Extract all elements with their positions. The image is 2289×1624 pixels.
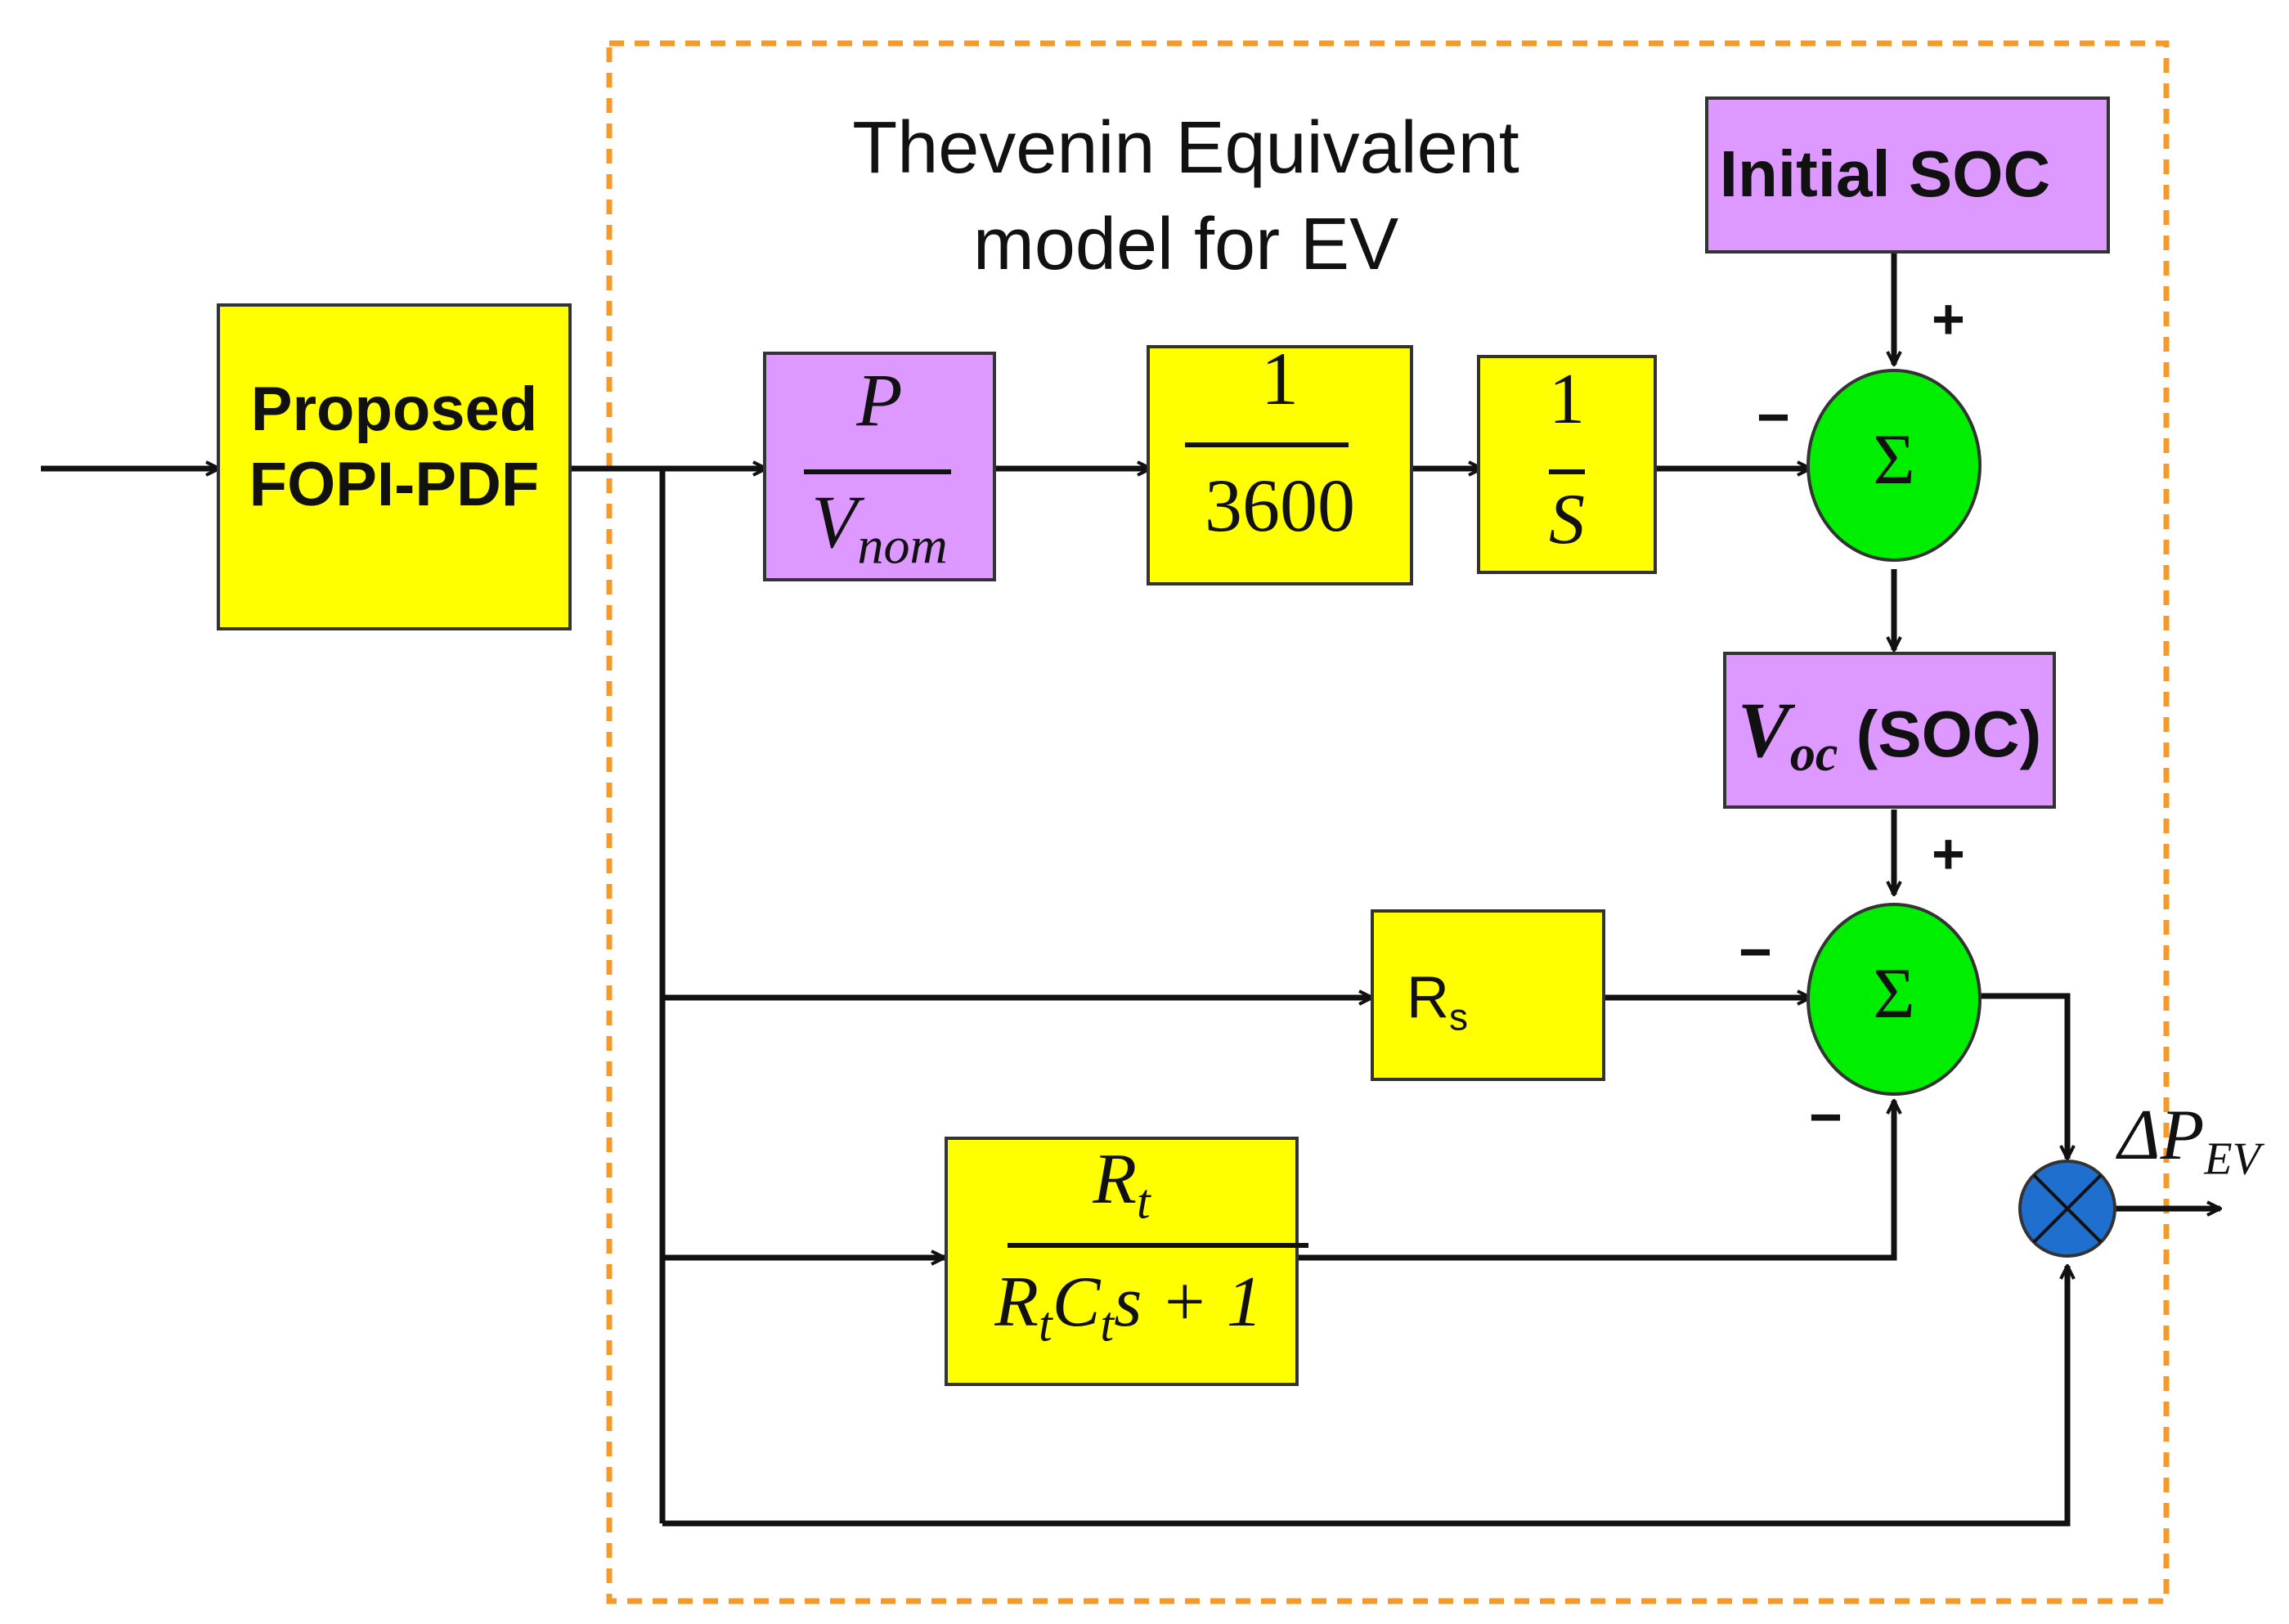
scale-1-3600-block bbox=[1147, 345, 1413, 585]
rs-label: Rs bbox=[1407, 963, 1537, 1051]
rs-sub: s bbox=[1449, 995, 1468, 1039]
rc-denominator: RtCts + 1 bbox=[945, 1261, 1313, 1353]
sum-top-plus-sign: + bbox=[1932, 287, 1965, 351]
voc-base: V bbox=[1737, 686, 1790, 774]
sum-top-symbol: Σ bbox=[1873, 420, 1915, 500]
rs-base: R bbox=[1407, 965, 1449, 1030]
rc-block bbox=[945, 1137, 1299, 1386]
voc-soc-label: Voc (SOC) bbox=[1723, 691, 2056, 793]
diagram-title-line1: Thevenin Equivalent bbox=[852, 107, 1519, 189]
controller-label: Proposed FOPI-PDF bbox=[217, 372, 572, 523]
rc-num-base: R bbox=[1093, 1140, 1138, 1219]
gain-p-fraction-bar bbox=[804, 469, 951, 474]
initial-soc-label: Initial SOC bbox=[1719, 137, 2051, 210]
scale-numerator: 1 bbox=[1261, 337, 1299, 420]
wire-rc-to-sum bbox=[1299, 1101, 1894, 1261]
gain-vnom-base: V bbox=[811, 480, 858, 563]
wire-feedback-to-multiplier bbox=[662, 1266, 2067, 1527]
initial-soc-block bbox=[1705, 96, 2110, 253]
wire-sum-to-multiplier bbox=[1981, 993, 2067, 1159]
rc-den-c: C bbox=[1052, 1263, 1101, 1342]
sum-bottom-symbol: Σ bbox=[1873, 954, 1915, 1034]
rs-block bbox=[1371, 909, 1605, 1081]
rc-numerator: Rt bbox=[945, 1138, 1299, 1231]
rc-den-r: R bbox=[994, 1263, 1039, 1342]
output-sub: EV bbox=[2204, 1133, 2260, 1185]
voc-suffix: (SOC) bbox=[1838, 698, 2042, 770]
sum-junction-top bbox=[1807, 369, 1982, 562]
controller-label-line2: FOPI-PDF bbox=[249, 450, 540, 519]
integrator-fraction-bar bbox=[1549, 469, 1585, 474]
voc-sub: oc bbox=[1789, 726, 1838, 782]
integrator-numerator: 1 bbox=[1549, 360, 1585, 439]
gain-p-vnom-block bbox=[763, 352, 996, 581]
diagram-title-line2: model for EV bbox=[972, 204, 1399, 285]
diagram-title: Thevenin Equivalent model for EV bbox=[769, 100, 1603, 293]
rc-den-tail: s + 1 bbox=[1114, 1263, 1263, 1342]
rc-num-sub: t bbox=[1137, 1174, 1151, 1229]
controller-label-line1: Proposed bbox=[250, 375, 538, 444]
ev-model-boundary bbox=[606, 40, 2170, 1604]
rc-den-r-sub: t bbox=[1039, 1297, 1052, 1352]
scale-denominator: 3600 bbox=[1205, 464, 1355, 547]
voc-soc-block bbox=[1723, 652, 2056, 809]
sum-bottom-plus-sign: + bbox=[1932, 822, 1965, 886]
integrator-denominator: S bbox=[1549, 480, 1585, 559]
rc-fraction-bar bbox=[1008, 1243, 1308, 1248]
output-label: ΔPEV bbox=[2118, 1094, 2260, 1186]
gain-vnom-denominator: Vnom bbox=[763, 478, 996, 576]
output-base: ΔP bbox=[2118, 1096, 2205, 1175]
rc-den-c-sub: t bbox=[1100, 1297, 1115, 1352]
sum-bottom-minus-lower: − bbox=[1809, 1085, 1842, 1149]
multiplier-cross-b bbox=[2032, 1173, 2103, 1244]
sum-bottom-minus-left: − bbox=[1739, 920, 1772, 984]
controller-block bbox=[217, 303, 572, 630]
scale-fraction-bar bbox=[1185, 442, 1349, 447]
integrator-block bbox=[1477, 355, 1657, 574]
sum-junction-bottom bbox=[1807, 903, 1982, 1096]
gain-vnom-sub: nom bbox=[857, 516, 948, 575]
gain-p-numerator: P bbox=[856, 358, 903, 442]
sum-top-minus-sign: − bbox=[1757, 385, 1790, 449]
